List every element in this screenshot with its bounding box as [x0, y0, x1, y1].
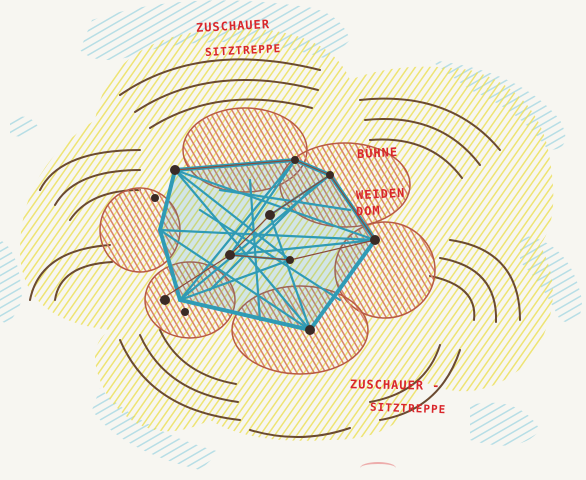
willow-dome-label: WEIDEN [356, 186, 406, 203]
audience-seating-label-bottom-sub: SITZTREPPE [370, 401, 447, 417]
stage-label: BÜHNE [357, 145, 399, 161]
audience-seating-label-bottom: ZUSCHAUER - [350, 377, 441, 393]
willow-dome-label-sub: DOM [356, 203, 381, 218]
faint-red-mark [360, 462, 396, 474]
